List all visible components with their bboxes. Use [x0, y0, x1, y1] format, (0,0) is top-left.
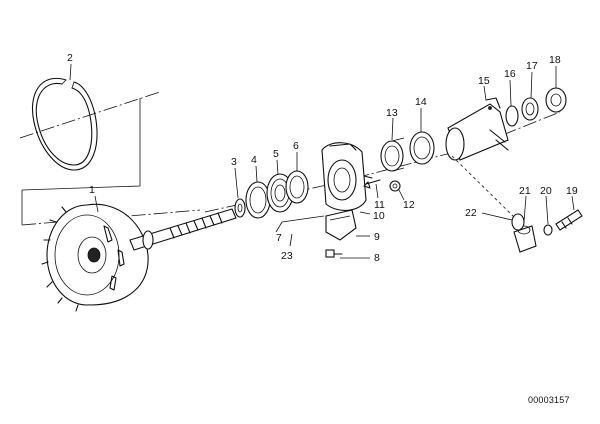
nut-12 [389, 180, 401, 192]
snap-ring [32, 77, 98, 171]
label-3: 3 [231, 156, 237, 168]
seal-ring-4 [245, 181, 271, 219]
label-21: 21 [519, 185, 531, 197]
document-number: 00003157 [528, 395, 570, 405]
bracket-2 [21, 98, 141, 225]
input-shaft [129, 208, 237, 251]
label-6: 6 [293, 140, 299, 152]
flange-18 [545, 87, 567, 113]
label-23: 23 [281, 250, 293, 262]
label-19: 19 [566, 185, 578, 197]
sensor-21 [513, 225, 537, 253]
label-1: 1 [89, 184, 95, 196]
bolt-19 [555, 209, 583, 231]
label-16: 16 [504, 68, 516, 80]
label-5: 5 [273, 148, 279, 160]
bracket-9 [325, 209, 357, 241]
washer-20 [543, 224, 553, 236]
label-14: 14 [415, 96, 427, 108]
seal-16 [505, 105, 519, 127]
bearing-13 [380, 137, 405, 172]
clutch-drum [41, 203, 149, 312]
bolt-11 [363, 179, 381, 189]
leader-lines [69, 63, 575, 259]
label-9: 9 [374, 231, 380, 243]
ring-14 [409, 131, 435, 165]
label-17: 17 [526, 60, 538, 72]
label-10: 10 [373, 210, 385, 222]
label-22: 22 [465, 207, 477, 219]
label-11: 11 [374, 199, 385, 211]
ring-17 [521, 97, 539, 121]
label-7: 7 [276, 232, 282, 244]
screw-8 [325, 249, 343, 258]
extension-housing-15 [445, 97, 509, 161]
label-18: 18 [549, 54, 561, 66]
part-labels: 1 2 3 4 5 6 7 8 9 10 11 12 13 14 15 16 1… [67, 52, 578, 264]
bearing-housing-10 [321, 142, 373, 211]
washer-3 [234, 198, 246, 218]
label-8: 8 [374, 252, 380, 264]
label-13: 13 [386, 107, 398, 119]
bearing-6 [285, 170, 309, 204]
label-20: 20 [540, 185, 552, 197]
label-15: 15 [478, 75, 490, 87]
label-2: 2 [67, 52, 73, 64]
label-12: 12 [403, 199, 415, 211]
label-4: 4 [251, 154, 257, 166]
